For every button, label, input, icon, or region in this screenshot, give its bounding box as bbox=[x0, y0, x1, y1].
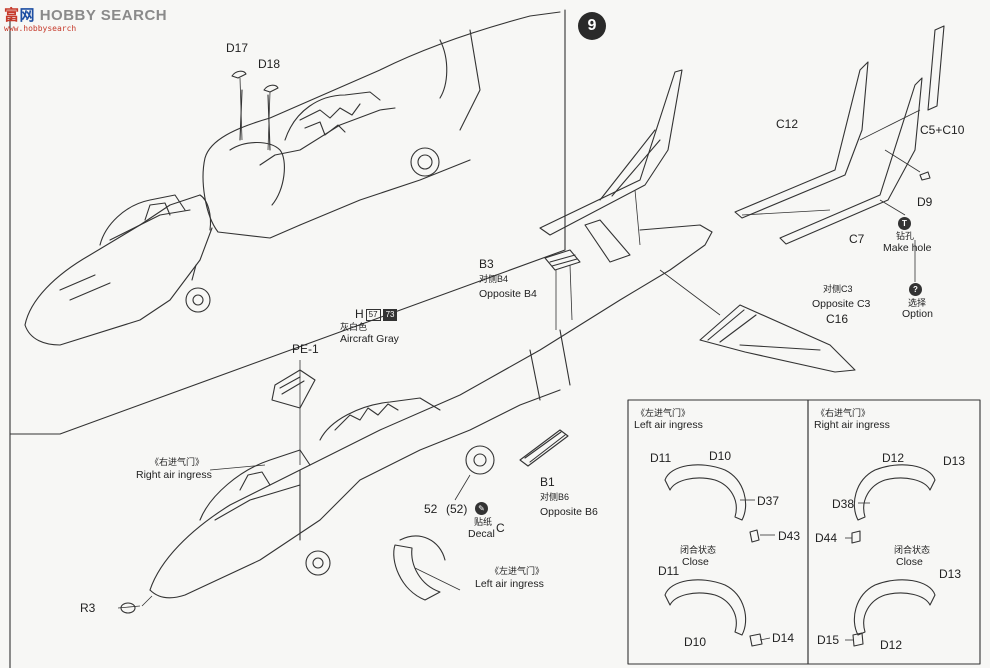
part-d17-shape bbox=[231, 70, 247, 79]
paint-letter: H bbox=[355, 307, 364, 321]
detail-left-d11a: D11 bbox=[650, 451, 672, 465]
right-ingress-cn: 《右进气门》 bbox=[150, 457, 205, 467]
paint-name-cn: 灰白色 bbox=[340, 322, 368, 332]
detail-box-right bbox=[807, 399, 981, 665]
detail-left-title-cn: 《左进气门》 bbox=[636, 408, 691, 418]
question-icon: ? bbox=[909, 283, 922, 296]
detail-right-d13b: D13 bbox=[939, 567, 962, 581]
part-pe1-shape bbox=[271, 369, 316, 409]
part-d18-shape bbox=[263, 84, 279, 93]
option-en: Option bbox=[902, 308, 933, 320]
right-ingress-en: Right air ingress bbox=[136, 469, 212, 481]
label-d17: D17 bbox=[226, 41, 249, 55]
main-aircraft-drawing bbox=[149, 219, 713, 599]
label-c12: C12 bbox=[776, 117, 799, 131]
paint-code-2: 73 bbox=[382, 308, 398, 321]
detail-left-close-cn: 闭合状态 bbox=[680, 545, 717, 555]
label-pe1: PE-1 bbox=[292, 342, 319, 356]
label-c5c10: C5+C10 bbox=[920, 123, 965, 137]
watermark-url: www.hobbysearch bbox=[4, 24, 77, 33]
part-r3-shape bbox=[120, 602, 136, 614]
paint-name-en: Aircraft Gray bbox=[340, 333, 399, 345]
ingress-left-closed bbox=[664, 579, 747, 636]
detail-left-d37: D37 bbox=[757, 494, 780, 508]
part-b1-shape bbox=[519, 429, 569, 467]
label-b3: B3 bbox=[479, 257, 494, 271]
label-r3: R3 bbox=[80, 601, 96, 615]
drill-icon: T bbox=[898, 217, 911, 230]
label-d9: D9 bbox=[917, 195, 933, 209]
part-c5c10-shape bbox=[927, 25, 945, 111]
label-b1-cn: 对侧B6 bbox=[540, 492, 570, 502]
part-c16-shape bbox=[699, 304, 856, 373]
watermark-logo: 富网 HOBBY SEARCH bbox=[4, 4, 167, 25]
label-c16-cn: 对侧C3 bbox=[823, 284, 853, 294]
detail-right-close-cn: 闭合状态 bbox=[894, 545, 931, 555]
detail-right-d13a: D13 bbox=[943, 454, 966, 468]
paint-code-1: 57 bbox=[365, 308, 381, 321]
detail-right-d12b: D12 bbox=[880, 638, 903, 652]
label-b3-en: Opposite B4 bbox=[479, 288, 537, 300]
part-d9-shape bbox=[919, 171, 931, 181]
detail-left-title-en: Left air ingress bbox=[634, 419, 703, 431]
label-b1: B1 bbox=[540, 475, 555, 489]
watermark-brand-en: HOBBY SEARCH bbox=[39, 7, 168, 24]
decal-icon: ✎ bbox=[475, 502, 488, 515]
label-c7: C7 bbox=[849, 232, 865, 246]
detail-left-d10a: D10 bbox=[709, 449, 732, 463]
detail-left-close-en: Close bbox=[682, 556, 709, 568]
label-52: 52 bbox=[424, 502, 438, 516]
detail-right-close-en: Close bbox=[896, 556, 923, 568]
option-cn: 选择 bbox=[908, 298, 927, 308]
part-c7-shape bbox=[779, 77, 923, 245]
label-b1-en: Opposite B6 bbox=[540, 506, 598, 518]
detail-right-d15: D15 bbox=[817, 633, 840, 647]
label-b3-cn: 对侧B4 bbox=[479, 274, 509, 284]
tail-fin-shape bbox=[539, 69, 683, 236]
watermark-brand-a: 富 bbox=[4, 7, 20, 24]
hole-cn: 钻孔 bbox=[896, 231, 915, 241]
detail-right-d44: D44 bbox=[815, 531, 838, 545]
rear-fuselage-drawing bbox=[202, 11, 561, 239]
detail-right-d38: D38 bbox=[832, 497, 855, 511]
ingress-right-closed bbox=[853, 579, 936, 636]
label-d18: D18 bbox=[258, 57, 281, 71]
left-air-ingress-part bbox=[393, 544, 441, 601]
label-c16: C16 bbox=[826, 312, 849, 326]
part-c12-shape bbox=[734, 61, 869, 219]
left-ingress-en: Left air ingress bbox=[475, 578, 544, 590]
ingress-right-open bbox=[853, 464, 936, 521]
hole-en: Make hole bbox=[883, 242, 932, 254]
detail-left-d43: D43 bbox=[778, 529, 801, 543]
watermark-brand-b: 网 bbox=[19, 7, 36, 24]
front-fuselage-drawing bbox=[24, 194, 213, 346]
left-ingress-cn: 《左进气门》 bbox=[490, 566, 545, 576]
detail-left-d14: D14 bbox=[772, 631, 795, 645]
step-number: 9 bbox=[578, 12, 606, 40]
subassembly-frame bbox=[9, 9, 566, 435]
detail-right-d12a: D12 bbox=[882, 451, 905, 465]
detail-left-d10b: D10 bbox=[684, 635, 707, 649]
detail-right-title-en: Right air ingress bbox=[814, 419, 890, 431]
detail-left-d11b: D11 bbox=[658, 564, 680, 578]
detail-right-title-cn: 《右进气门》 bbox=[816, 408, 871, 418]
decal-en: Decal bbox=[468, 528, 495, 540]
decal-cn: 贴纸 bbox=[474, 517, 493, 527]
decal-letter: C bbox=[496, 521, 505, 535]
label-c16-en: Opposite C3 bbox=[812, 298, 871, 310]
ingress-left-open bbox=[664, 464, 747, 521]
label-52-paren: (52) bbox=[446, 502, 468, 516]
